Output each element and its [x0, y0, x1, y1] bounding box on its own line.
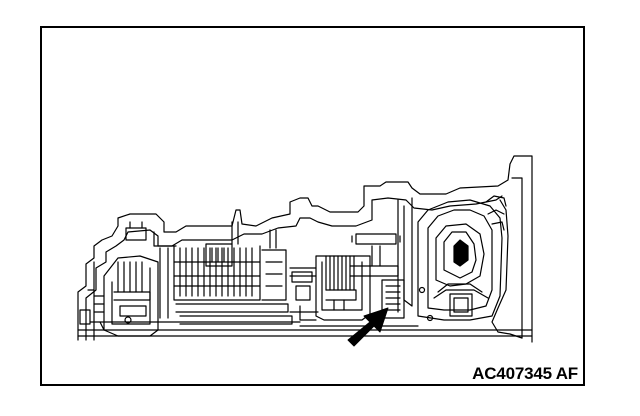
clutch-drum-left — [93, 221, 159, 337]
oil-pump-section — [349, 197, 413, 319]
planetary-gear-set — [153, 221, 293, 325]
main-shaft — [77, 311, 533, 337]
torque-converter — [417, 195, 507, 322]
clutch-pack-center — [289, 255, 371, 321]
housing-end-cap — [79, 261, 95, 341]
arrow-pointer — [347, 307, 389, 347]
figure-code-label: AC407345 AF — [472, 364, 578, 383]
